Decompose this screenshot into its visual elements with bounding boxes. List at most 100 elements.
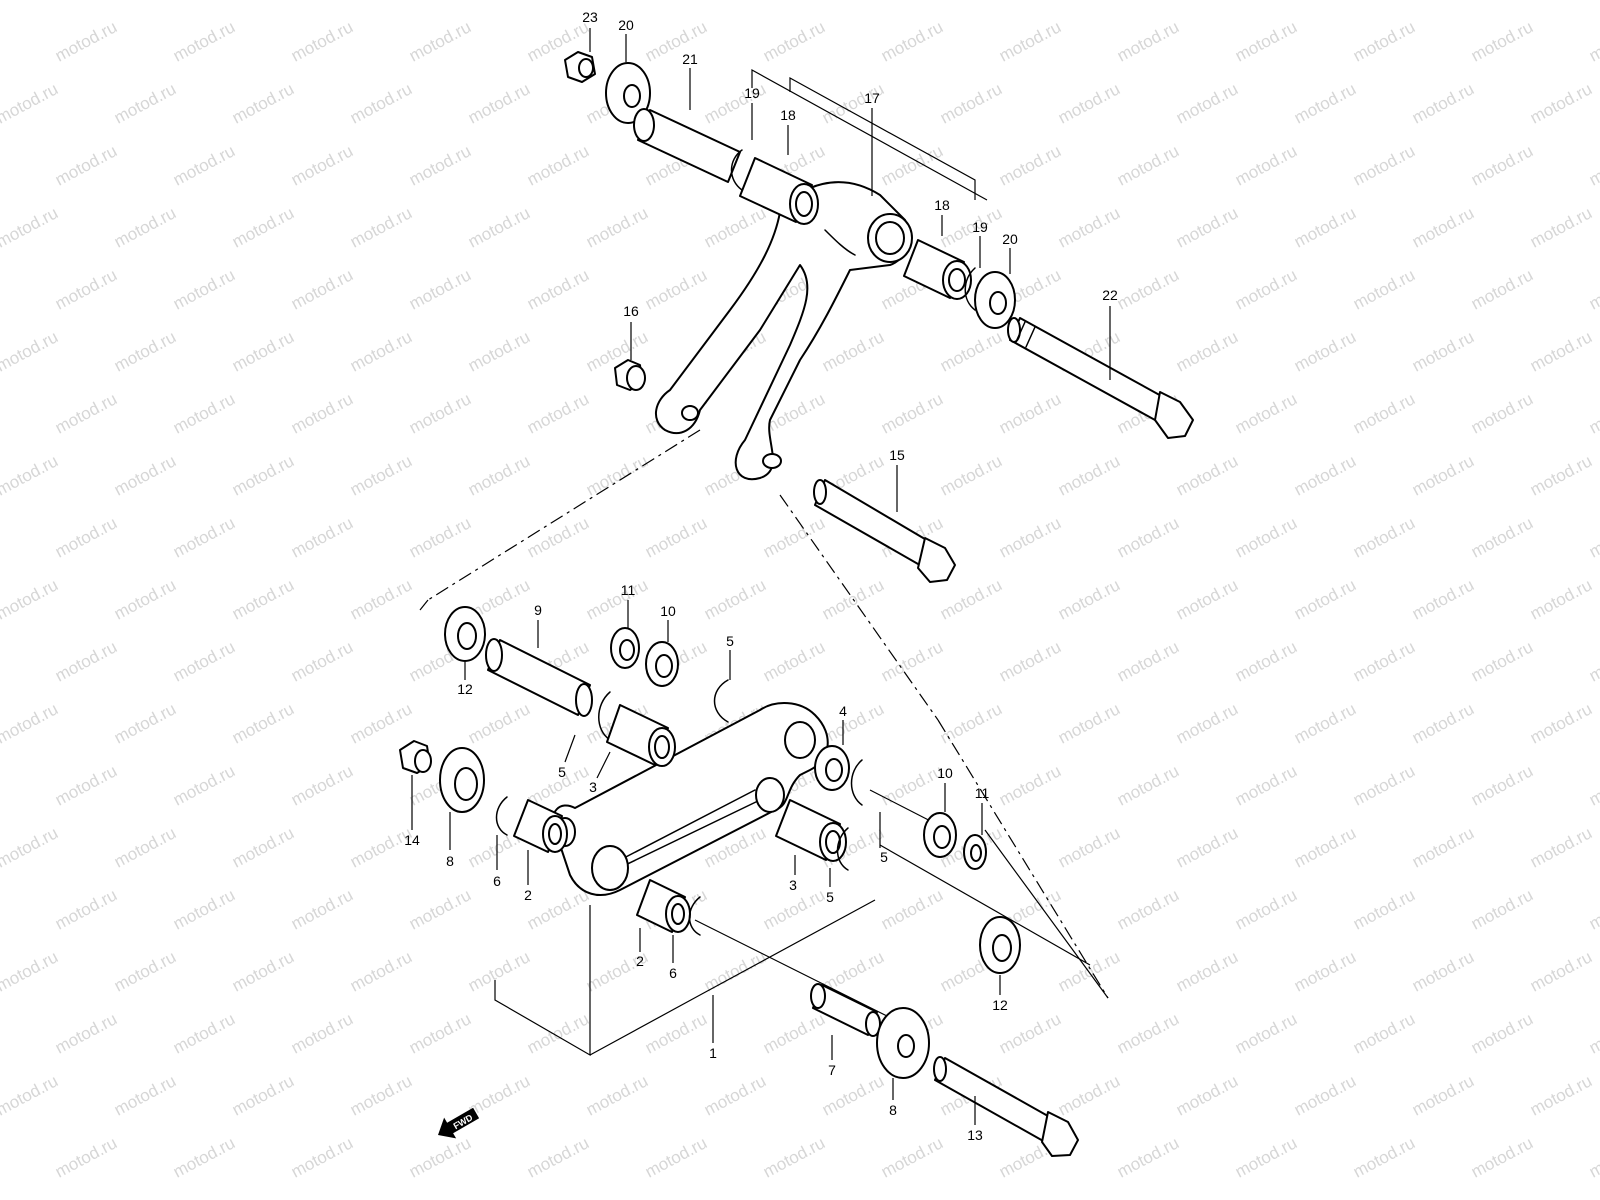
watermark-text: motod.ru [111,0,179,4]
bearing-2-left [513,799,568,853]
watermark-text: motod.ru [701,1071,769,1119]
watermark-text: motod.ru [1173,0,1241,4]
watermark-text: motod.ru [1114,141,1182,189]
watermark-text: motod.ru [1468,1133,1536,1181]
watermark-text: motod.ru [465,699,533,747]
watermark-text: motod.ru [288,141,356,189]
watermark-text: motod.ru [1232,513,1300,561]
watermark-text: motod.ru [1114,1133,1182,1181]
callout-5: 5 [880,849,888,865]
watermark-text: motod.ru [819,699,887,747]
watermark-text: motod.ru [937,451,1005,499]
watermark-text: motod.ru [1232,265,1300,313]
seal-12-left [444,606,486,662]
watermark-text: motod.ru [583,1071,651,1119]
callout-18: 18 [934,197,950,213]
watermark-text: motod.ru [524,513,592,561]
watermark-text: motod.ru [111,575,179,623]
watermark-text: motod.ru [170,265,238,313]
watermark-text: motod.ru [1350,389,1418,437]
watermark-text: motod.ru [288,389,356,437]
watermark-text: motod.ru [229,947,297,995]
watermark-text: motod.ru [1409,1195,1477,1200]
watermark-text: motod.ru [996,1009,1064,1057]
cap-11-right [963,834,987,870]
watermark-text: motod.ru [937,79,1005,127]
watermark-text: motod.ru [1527,699,1595,747]
callout-6: 6 [669,965,677,981]
watermark-text: motod.ru [1055,699,1123,747]
watermark-text: motod.ru [524,389,592,437]
watermark-text: motod.ru [1114,637,1182,685]
watermark-text: motod.ru [52,761,120,809]
watermark-text: motod.ru [0,885,2,933]
watermark-text: motod.ru [1527,203,1595,251]
seal-4 [814,745,850,791]
watermark-text: motod.ru [0,823,61,871]
watermark-text: motod.ru [1055,1195,1123,1200]
watermark-text: motod.ru [1409,327,1477,375]
watermark-text: motod.ru [0,389,2,437]
watermark-text: motod.ru [229,1195,297,1200]
watermark-text: motod.ru [170,389,238,437]
watermark-text: motod.ru [1173,823,1241,871]
watermark-text: motod.ru [1114,513,1182,561]
callout-19: 19 [744,85,760,101]
watermark-text: motod.ru [1586,265,1600,313]
watermark-text: motod.ru [229,451,297,499]
watermark-text: motod.ru [347,0,415,4]
watermark-text: motod.ru [406,141,474,189]
watermark-text: motod.ru [1350,513,1418,561]
watermark-text: motod.ru [111,1071,179,1119]
watermark-text: motod.ru [1586,637,1600,685]
watermark-text: motod.ru [111,203,179,251]
watermark-text: motod.ru [819,1195,887,1200]
watermark-text: motod.ru [1350,637,1418,685]
watermark-text: motod.ru [1055,575,1123,623]
watermark-text: motod.ru [347,451,415,499]
watermark-text: motod.ru [347,327,415,375]
watermark-text: motod.ru [1232,761,1300,809]
watermark-text: motod.ru [996,761,1064,809]
watermark-text: motod.ru [0,637,2,685]
watermark-text: motod.ru [288,1133,356,1181]
watermark-text: motod.ru [1291,575,1359,623]
watermark-text: motod.ru [996,389,1064,437]
watermark-text: motod.ru [111,699,179,747]
watermark-text: motod.ru [819,1071,887,1119]
seal-10-right [923,812,957,858]
watermark-text: motod.ru [760,1133,828,1181]
watermark-text: motod.ru [1173,1195,1241,1200]
nut-23 [564,51,596,83]
watermark-text: motod.ru [0,575,61,623]
callout-19: 19 [972,219,988,235]
watermark-text: motod.ru [1055,203,1123,251]
watermark-text: motod.ru [1291,451,1359,499]
callout-18: 18 [780,107,796,123]
watermark-text: motod.ru [0,79,61,127]
watermark-text: motod.ru [819,327,887,375]
watermark-text: motod.ru [524,265,592,313]
watermark-text: motod.ru [1468,17,1536,65]
callout-15: 15 [889,447,905,463]
watermark-text: motod.ru [1114,885,1182,933]
bolt-22 [1007,317,1194,439]
watermark-text: motod.ru [347,203,415,251]
watermark-text: motod.ru [1291,823,1359,871]
watermark-text: motod.ru [1586,513,1600,561]
watermark-text: motod.ru [0,203,61,251]
watermark-text: motod.ru [406,265,474,313]
watermark-text: motod.ru [524,141,592,189]
watermark-text: motod.ru [760,1009,828,1057]
watermark-text: motod.ru [170,637,238,685]
watermark-text: motod.ru [111,1195,179,1200]
watermark-text: motod.ru [1350,1133,1418,1181]
watermark-text: motod.ru [1527,1071,1595,1119]
watermark-text: motod.ru [465,327,533,375]
callout-11: 11 [621,582,636,598]
watermark-text: motod.ru [1527,0,1595,4]
watermark-text: motod.ru [996,637,1064,685]
sleeve-7 [810,983,881,1037]
callout-12: 12 [457,681,473,697]
